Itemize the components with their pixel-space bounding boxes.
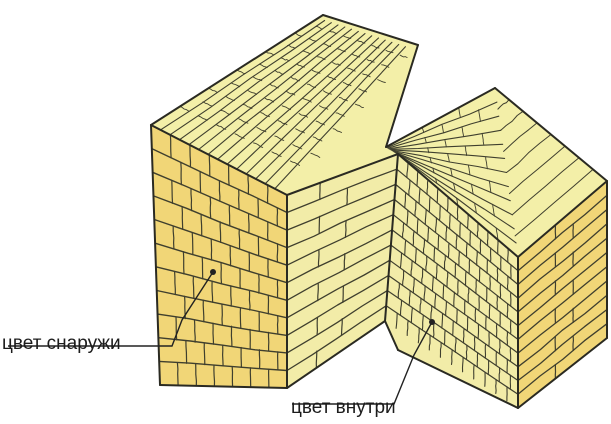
mortar-head-joint	[177, 363, 178, 386]
mortar-head-joint	[440, 206, 441, 221]
mortar-head-joint	[433, 323, 434, 338]
mortar-head-joint	[450, 214, 451, 229]
mortar-head-joint	[468, 288, 469, 302]
mortar-head-joint	[248, 175, 249, 194]
mortar-head-joint	[214, 365, 215, 386]
mortar-head-joint	[231, 286, 232, 306]
mortar-head-joint	[463, 357, 464, 371]
mortar-head-joint	[455, 338, 456, 353]
mortar-head-joint	[459, 251, 460, 265]
mortar-head-joint	[202, 257, 203, 279]
mortar-head-joint	[499, 368, 500, 382]
mortar-head-joint	[477, 223, 478, 237]
mortar-head-joint	[320, 183, 321, 200]
mortar-head-joint	[223, 345, 224, 366]
mortar-head-joint	[447, 197, 448, 212]
mortar-head-joint	[452, 350, 453, 365]
mortar-head-joint	[240, 308, 241, 328]
mortar-head-joint	[200, 172, 201, 193]
mortar-head-joint	[230, 246, 231, 266]
mortar-head-joint	[229, 165, 230, 185]
mortar-head-joint	[195, 320, 196, 342]
leader-dot-inside	[429, 319, 435, 325]
mortar-head-joint	[183, 252, 184, 274]
mortar-head-joint	[457, 309, 458, 323]
mortar-head-joint	[173, 226, 174, 249]
mortar-head-joint	[319, 250, 320, 267]
mortar-head-joint	[344, 254, 345, 270]
mortar-head-joint	[455, 263, 456, 278]
label-outside-color: цвет снаружи	[2, 334, 121, 353]
mortar-head-joint	[172, 181, 173, 204]
mortar-head-joint	[469, 260, 470, 274]
mortar-head-joint	[342, 319, 343, 335]
mortar-head-joint	[213, 323, 214, 344]
mortar-head-joint	[488, 231, 489, 245]
mortar-head-joint	[318, 284, 319, 301]
mortar-head-joint	[221, 263, 222, 284]
mortar-head-joint	[196, 364, 197, 386]
mortar-head-joint	[468, 214, 469, 228]
mortar-head-joint	[192, 233, 193, 255]
mortar-head-joint	[191, 189, 192, 211]
mortar-head-joint	[476, 280, 477, 294]
mortar-head-joint	[347, 189, 348, 205]
mortar-head-joint	[231, 326, 232, 346]
mortar-head-joint	[477, 251, 478, 265]
mortar-head-joint	[186, 341, 187, 363]
mortar-head-joint	[444, 330, 445, 345]
mortar-head-joint	[477, 353, 478, 367]
mortar-head-joint	[203, 300, 204, 322]
mortar-head-joint	[277, 244, 278, 262]
face-fills	[151, 15, 607, 408]
mortar-head-joint	[460, 223, 461, 237]
mortar-head-joint	[466, 271, 467, 285]
mortar-head-joint	[438, 235, 439, 250]
mortar-head-joint	[458, 280, 459, 294]
mortar-head-joint	[467, 317, 468, 331]
mortar-head-joint	[201, 214, 202, 235]
mortar-head-joint	[467, 243, 468, 257]
mortar-head-joint	[220, 222, 221, 243]
mortar-head-joint	[343, 286, 344, 302]
mortar-head-joint	[212, 281, 213, 302]
mortar-head-joint	[182, 207, 183, 229]
mortar-head-joint	[210, 197, 211, 218]
mortar-head-joint	[204, 343, 205, 365]
mortar-head-joint	[239, 229, 240, 249]
mortar-head-joint	[193, 276, 194, 298]
mortar-head-joint	[508, 248, 509, 262]
mortar-head-joint	[219, 181, 220, 202]
mortar-head-joint	[457, 206, 458, 221]
leader-dot-outside	[210, 269, 216, 275]
mortar-head-joint	[345, 221, 346, 237]
mortar-head-joint	[453, 321, 454, 336]
mortar-head-joint	[464, 329, 465, 343]
mortar-head-joint	[209, 155, 210, 176]
mortar-head-joint	[456, 234, 457, 249]
mortar-head-joint	[316, 351, 317, 368]
mortar-head-joint	[448, 243, 449, 258]
mortar-head-joint	[470, 231, 471, 245]
mortar-head-joint	[466, 345, 467, 359]
mortar-head-joint	[175, 272, 176, 295]
mortar-head-joint	[229, 205, 230, 225]
mortar-head-joint	[249, 291, 250, 310]
mortar-head-joint	[454, 292, 455, 307]
mortar-head-joint	[499, 340, 500, 354]
mortar-head-joint	[181, 162, 182, 184]
label-inside-color: цвет внутри	[291, 398, 396, 417]
mortar-head-joint	[190, 145, 191, 167]
mortar-head-joint	[170, 135, 171, 158]
